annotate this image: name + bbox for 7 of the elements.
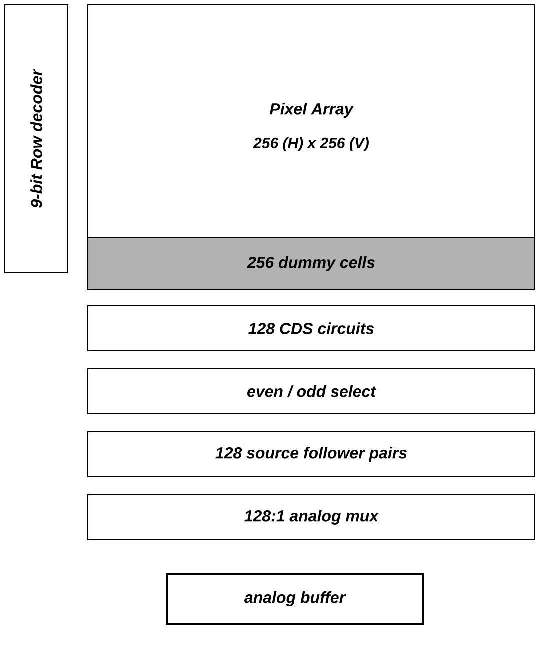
circuit-box: even / odd select bbox=[88, 368, 536, 414]
circuit-box: 128:1 analog mux bbox=[88, 494, 536, 540]
dummy-cells-band: 256 dummy cells bbox=[88, 238, 536, 290]
circuit-box: 128 CDS circuits bbox=[88, 306, 536, 352]
buffer-box: analog buffer bbox=[166, 573, 424, 625]
circuit-box: 128 source follower pairs bbox=[88, 432, 536, 478]
decoder-box: 9-bit Row decoder bbox=[4, 4, 68, 274]
